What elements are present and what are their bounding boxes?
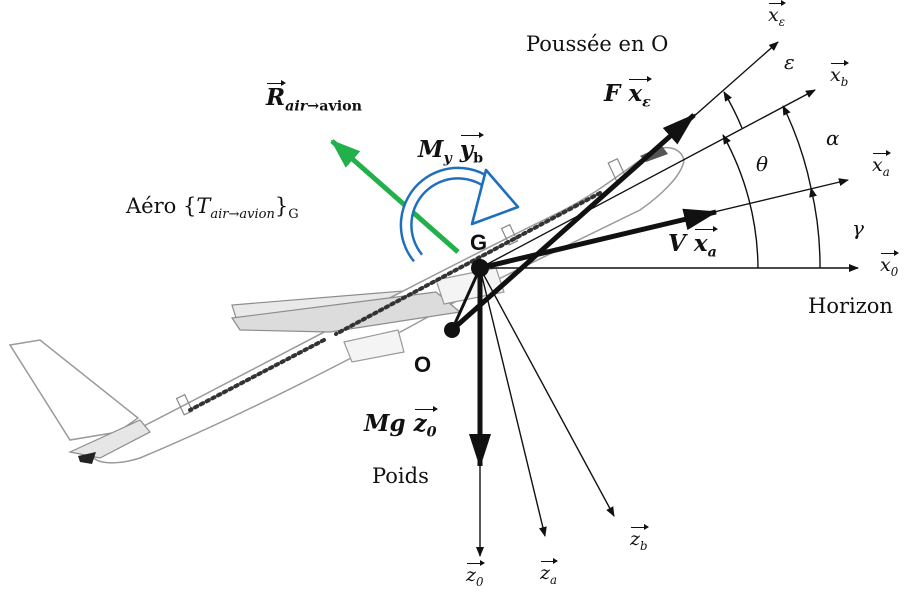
near-wing <box>230 291 462 333</box>
arc-eps <box>723 91 743 129</box>
weight-symbol: Mg <box>364 410 406 437</box>
axis-z-b-label: zb <box>630 524 649 553</box>
moment-label: My yb <box>418 132 485 167</box>
angle-alpha-label: α <box>826 126 840 150</box>
aero-force-sub-bold: avion <box>319 98 363 115</box>
aero-torsor-suffix: } <box>274 194 289 218</box>
airplane-illustration <box>8 146 685 464</box>
axis-x-eps-letter: x <box>768 4 779 26</box>
aero-force-sub-italic: air→ <box>285 98 320 115</box>
weight-unit-vector: z0 <box>413 406 438 441</box>
arc-alpha <box>782 105 812 189</box>
axis-x-a-label: xa <box>872 150 891 179</box>
velocity-vec-letter: x <box>693 230 708 257</box>
moment-vec-sub: b <box>473 150 484 167</box>
point-o-label: O <box>414 352 432 377</box>
weight-name: Poids <box>372 464 429 488</box>
velocity-vec-sub: a <box>707 244 717 261</box>
engine-near <box>343 329 405 363</box>
point-g-dot <box>471 259 489 277</box>
velocity-label: V xa <box>668 226 718 261</box>
aero-torsor-T: T <box>196 194 211 218</box>
axis-x-0-letter: x <box>880 254 891 276</box>
reference-axes <box>451 41 859 557</box>
thrust-label: F xε <box>604 76 653 111</box>
angle-eps-label: ε <box>784 50 795 74</box>
window-row-rear <box>188 338 326 412</box>
aero-torsor-T-sub: air→avion <box>210 207 275 223</box>
aero-force-arrow <box>330 139 460 254</box>
thrust-unit-vector: xε <box>628 76 653 111</box>
arc-theta <box>722 134 759 269</box>
axis-x-0-sub: 0 <box>890 264 899 279</box>
axis-z-a-label: za <box>540 558 559 587</box>
weight-label: Mg z0 <box>364 406 438 441</box>
axis-x-a-letter: x <box>872 154 883 176</box>
axis-x-b-sub: b <box>840 74 849 89</box>
point-g-label: G <box>470 230 488 255</box>
thrust-title: Poussée en O <box>526 32 669 56</box>
axis-z-a-sub: a <box>550 572 558 587</box>
moment-unit-vector: yb <box>459 132 485 167</box>
arc-gamma <box>809 187 821 269</box>
thrust-vec-sub: ε <box>642 94 651 111</box>
angle-arcs <box>722 91 821 269</box>
axis-z-b-sub: b <box>640 538 648 553</box>
axis-x-0-label: x0 <box>880 250 900 279</box>
angle-gamma-label: γ <box>852 216 864 240</box>
aero-torsor-label: Aéro {Tair→avion}G <box>126 194 299 223</box>
window-row-front <box>334 191 602 336</box>
thrust-symbol: F <box>604 80 621 107</box>
axis-z-a-letter: z <box>540 562 551 584</box>
force-vectors <box>330 113 718 468</box>
og-link <box>450 267 482 331</box>
horizon-label: Horizon <box>808 294 893 318</box>
velocity-arrow <box>479 208 718 271</box>
aero-force-symbol: R <box>266 80 287 111</box>
velocity-unit-vector: xa <box>693 226 718 261</box>
door-mid <box>500 223 519 246</box>
tail-cone <box>78 452 96 464</box>
axis-zb-line <box>479 267 615 517</box>
axis-z-0-letter: z <box>466 564 477 586</box>
axis-x-eps-sub: ε <box>778 14 786 29</box>
axis-x-b-label: xb <box>830 60 850 89</box>
pitch-moment-arrow <box>399 166 520 263</box>
axis-x-b-letter: x <box>830 64 841 86</box>
aero-force-label: Rair→avion <box>266 80 363 115</box>
door-rear <box>175 393 194 416</box>
thrust-vec-letter: x <box>628 80 643 107</box>
axis-z-0-label: z0 <box>466 560 485 589</box>
axis-z-b-letter: z <box>630 528 641 550</box>
point-o-dot <box>444 322 460 338</box>
velocity-symbol: V <box>668 230 686 257</box>
axis-z-0-sub: 0 <box>476 574 484 589</box>
angle-theta-label: θ <box>756 152 769 176</box>
axis-x-eps-label: xε <box>768 0 787 29</box>
moment-vec-letter: y <box>459 136 474 163</box>
vertical-tail <box>8 339 140 441</box>
axis-xb-line <box>479 89 816 269</box>
axis-x-a-sub: a <box>882 164 890 179</box>
weight-vec-letter: z <box>413 410 427 437</box>
thrust-arrow <box>450 113 696 332</box>
axis-za-line <box>479 267 547 537</box>
moment-symbol: M <box>418 136 444 163</box>
weight-vec-sub: 0 <box>426 424 437 441</box>
aero-torsor-point: G <box>288 207 299 223</box>
aero-torsor-prefix: Aéro { <box>126 194 197 218</box>
moment-sub: y <box>443 150 452 167</box>
